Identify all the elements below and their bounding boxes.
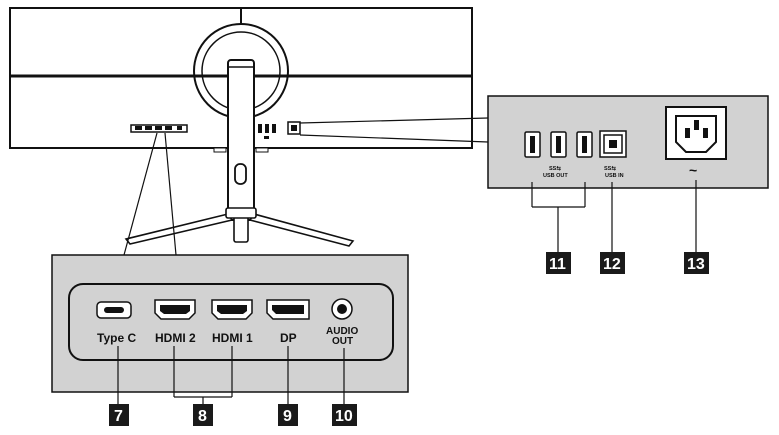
svg-text:12: 12 — [603, 256, 621, 273]
usb-superspeed-logo-in: SS⇆ — [604, 164, 616, 172]
callout-badge-12: 12 — [600, 252, 625, 274]
usb-out-label: USB OUT — [543, 173, 568, 179]
rear-port-strip — [130, 124, 188, 133]
zoom-lines — [123, 117, 489, 256]
usb-out-port-icon — [524, 131, 593, 158]
usb-type-c-port-icon — [96, 301, 132, 319]
power-socket-icon — [665, 106, 727, 160]
ports-panel: Type C HDMI 2 HDMI 1 DP AUDIO OUT — [51, 254, 409, 393]
svg-text:7: 7 — [114, 408, 123, 425]
svg-text:11: 11 — [549, 256, 566, 273]
dp-label: DP — [280, 331, 297, 345]
monitor-back-view — [9, 7, 473, 247]
displayport-port-icon — [266, 299, 310, 320]
stand-neck — [227, 59, 255, 221]
hdmi2-label: HDMI 2 — [155, 331, 196, 345]
callout-badge-11: 11 — [546, 252, 571, 274]
hdmi2-port-icon — [154, 299, 196, 320]
usb-in-label: USB IN — [605, 173, 624, 179]
callout-badge-13: 13 — [684, 252, 709, 274]
audio-out-label-line1: AUDIO — [326, 326, 358, 337]
svg-text:9: 9 — [283, 408, 292, 425]
svg-text:8: 8 — [198, 408, 207, 425]
stand-base — [124, 207, 355, 247]
usb-in-port-icon — [599, 130, 627, 158]
callout-lines — [117, 180, 697, 404]
hdmi1-port-icon — [211, 299, 253, 320]
rear-usb-strip — [258, 121, 301, 139]
audio-out-label-line2: OUT — [332, 336, 353, 347]
callout-badge-9: 9 — [278, 404, 298, 426]
callout-badge-8: 8 — [193, 404, 213, 426]
type-c-label: Type C — [97, 331, 136, 345]
ac-symbol: ~ — [689, 162, 697, 178]
svg-text:10: 10 — [335, 408, 353, 425]
callout-badge-10: 10 — [332, 404, 357, 426]
ports-panel-recess — [68, 283, 394, 361]
usb-superspeed-logo-out: SS⇆ — [549, 164, 561, 172]
svg-text:13: 13 — [687, 256, 705, 273]
callout-badge-7: 7 — [109, 404, 129, 426]
hdmi1-label: HDMI 1 — [212, 331, 253, 345]
usb-power-panel: SS⇆ USB OUT SS⇆ USB IN ~ — [487, 95, 769, 189]
audio-jack-icon — [331, 298, 353, 320]
